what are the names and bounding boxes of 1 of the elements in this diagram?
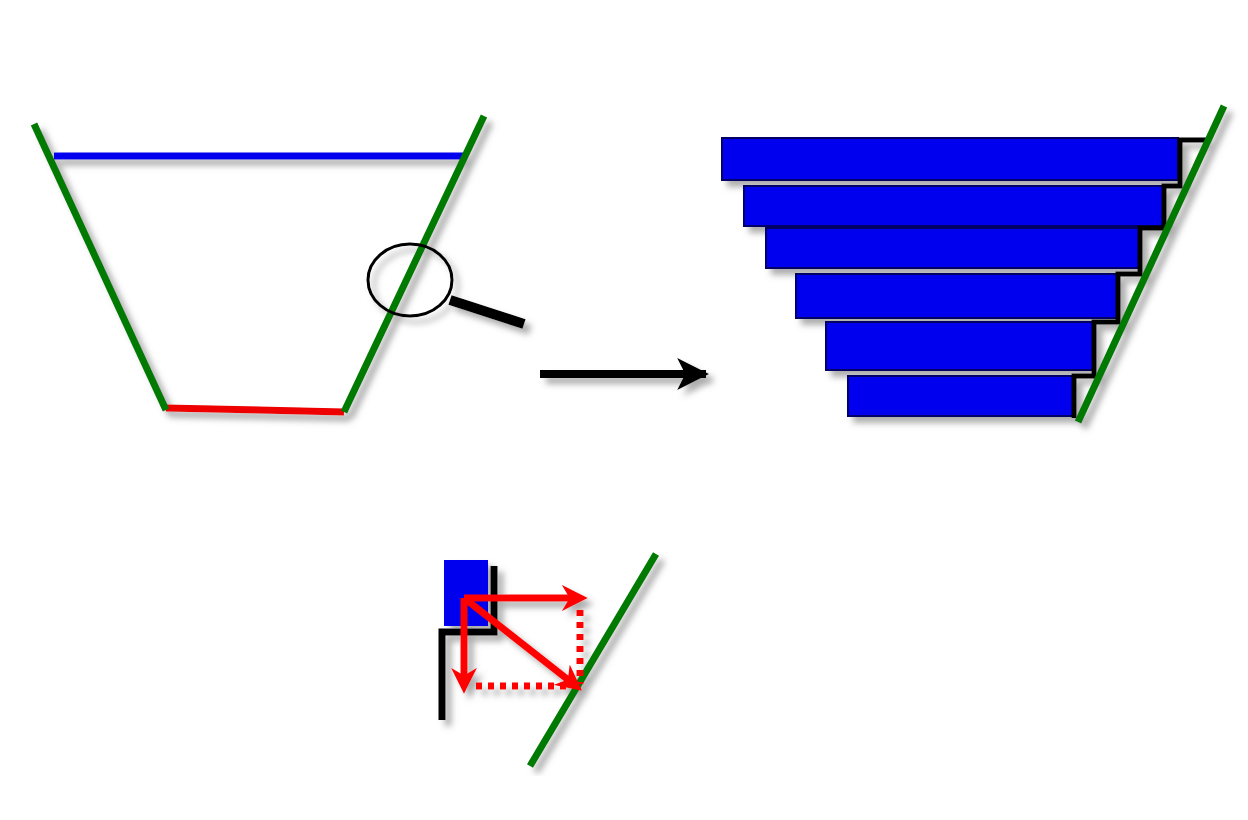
arrow: [540, 358, 710, 390]
